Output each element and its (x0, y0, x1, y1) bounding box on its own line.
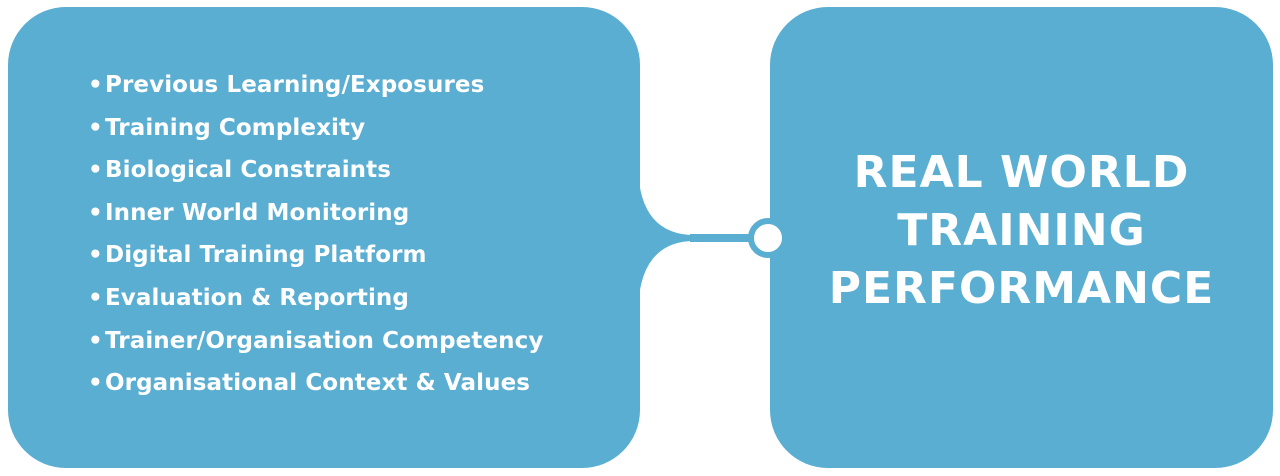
bullet-marker: • (88, 199, 103, 226)
factor-label: Evaluation & Reporting (105, 284, 409, 311)
list-item: •Training Complexity (88, 107, 543, 150)
outcome-title-line: REAL WORLD (853, 147, 1190, 198)
bullet-marker: • (88, 157, 103, 184)
connector-line (690, 234, 752, 242)
connector-bridge (638, 168, 700, 310)
bullet-marker: • (88, 242, 103, 269)
bullet-marker: • (88, 370, 103, 397)
list-item: •Trainer/Organisation Competency (88, 320, 543, 363)
bullet-marker: • (88, 114, 103, 141)
outcome-title-line: PERFORMANCE (828, 263, 1215, 314)
factor-label: Inner World Monitoring (105, 199, 410, 226)
list-item: •Organisational Context & Values (88, 362, 543, 405)
factor-label: Previous Learning/Exposures (105, 72, 485, 98)
bullet-marker: • (88, 284, 103, 311)
factor-list: •Previous Learning/Exposures •Training C… (88, 64, 543, 405)
outcome-title-line: TRAINING (897, 205, 1146, 256)
factor-label: Biological Constraints (105, 157, 392, 184)
factors-panel (8, 7, 640, 468)
factor-label: Digital Training Platform (105, 242, 427, 269)
list-item: •Inner World Monitoring (88, 192, 543, 235)
bullet-marker: • (88, 327, 103, 354)
factor-label: Organisational Context & Values (105, 370, 531, 397)
list-item: •Biological Constraints (88, 149, 543, 192)
factor-label: Training Complexity (105, 114, 366, 141)
list-item: •Digital Training Platform (88, 234, 543, 277)
list-item: •Evaluation & Reporting (88, 277, 543, 320)
outcome-panel (770, 7, 1273, 468)
bullet-marker: • (88, 72, 103, 98)
factor-label: Trainer/Organisation Competency (105, 327, 544, 354)
outcome-title: REAL WORLD TRAINING PERFORMANCE (770, 144, 1273, 318)
connector-node (748, 218, 788, 258)
list-item: •Previous Learning/Exposures (88, 64, 543, 107)
